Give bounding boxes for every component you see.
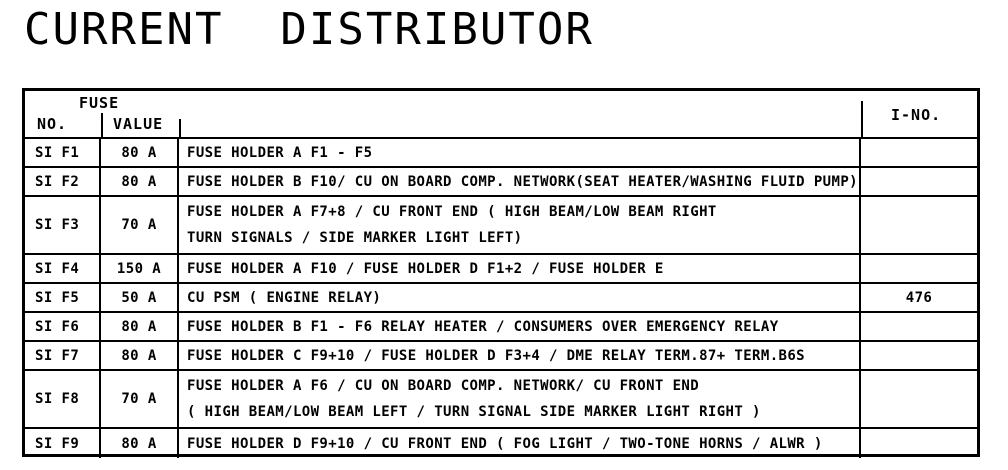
table-row-f7: SI F7 80 A FUSE HOLDER C F9+10 / FUSE HO… (25, 342, 977, 371)
fuse-ino (861, 168, 977, 195)
header-fuse-group-label: FUSE (79, 94, 120, 112)
table-header: FUSE NO. VALUE I-NO. (25, 91, 977, 139)
description-line: FUSE HOLDER A F1 - F5 (187, 144, 373, 161)
fuse-value: 70 A (101, 371, 179, 427)
fuse-value: 80 A (101, 139, 179, 166)
fuse-value: 80 A (101, 168, 179, 195)
description-line: FUSE HOLDER A F6 / CU ON BOARD COMP. NET… (187, 378, 700, 394)
fuse-ino (861, 139, 977, 166)
fuse-description: CU PSM ( ENGINE RELAY) (179, 284, 861, 311)
description-line: FUSE HOLDER C F9+10 / FUSE HOLDER D F3+4… (187, 347, 806, 364)
fuse-table: FUSE NO. VALUE I-NO. SI F1 80 A FUSE HOL… (22, 88, 980, 458)
fuse-ino (861, 342, 977, 369)
description-line: ( HIGH BEAM/LOW BEAM LEFT / TURN SIGNAL … (187, 404, 761, 420)
table-row-f4: SI F4 150 A FUSE HOLDER A F10 / FUSE HOL… (25, 255, 977, 284)
table-row-f3: SI F3 70 A FUSE HOLDER A F7+8 / CU FRONT… (25, 197, 977, 255)
fuse-ino (861, 255, 977, 282)
description-line: FUSE HOLDER B F1 - F6 RELAY HEATER / CON… (187, 318, 779, 335)
page-title: CURRENT DISTRIBUTOR (24, 4, 594, 55)
fuse-description: FUSE HOLDER A F1 - F5 (179, 139, 861, 166)
fuse-no: SI F5 (25, 284, 101, 311)
fuse-value: 70 A (101, 197, 179, 253)
fuse-description: FUSE HOLDER B F1 - F6 RELAY HEATER / CON… (179, 313, 861, 340)
fuse-no: SI F8 (25, 371, 101, 427)
fuse-no: SI F9 (25, 429, 101, 458)
fuse-ino (861, 429, 977, 458)
description-line: TURN SIGNALS / SIDE MARKER LIGHT LEFT) (187, 230, 523, 246)
fuse-ino (861, 371, 977, 427)
table-row-f5: SI F5 50 A CU PSM ( ENGINE RELAY) 476 (25, 284, 977, 313)
fuse-description: FUSE HOLDER D F9+10 / CU FRONT END ( FOG… (179, 429, 861, 458)
fuse-description: FUSE HOLDER A F7+8 / CU FRONT END ( HIGH… (179, 197, 861, 253)
fuse-description: FUSE HOLDER C F9+10 / FUSE HOLDER D F3+4… (179, 342, 861, 369)
table-row-f6: SI F6 80 A FUSE HOLDER B F1 - F6 RELAY H… (25, 313, 977, 342)
description-line: FUSE HOLDER D F9+10 / CU FRONT END ( FOG… (187, 435, 823, 452)
fuse-no: SI F2 (25, 168, 101, 195)
fuse-value: 80 A (101, 429, 179, 458)
header-divider-no-value (101, 113, 103, 137)
description-line: FUSE HOLDER B F10/ CU ON BOARD COMP. NET… (187, 173, 858, 190)
table-row-f9: SI F9 80 A FUSE HOLDER D F9+10 / CU FRON… (25, 429, 977, 458)
fuse-description: FUSE HOLDER A F10 / FUSE HOLDER D F1+2 /… (179, 255, 861, 282)
fuse-value: 80 A (101, 342, 179, 369)
fuse-no: SI F4 (25, 255, 101, 282)
fuse-description: FUSE HOLDER A F6 / CU ON BOARD COMP. NET… (179, 371, 861, 427)
fuse-ino (861, 313, 977, 340)
fuse-ino (861, 197, 977, 253)
fuse-no: SI F1 (25, 139, 101, 166)
header-value-label: VALUE (113, 115, 164, 133)
fuse-value: 80 A (101, 313, 179, 340)
table-row-f2: SI F2 80 A FUSE HOLDER B F10/ CU ON BOAR… (25, 168, 977, 197)
description-line: FUSE HOLDER A F10 / FUSE HOLDER D F1+2 /… (187, 260, 664, 277)
fuse-value: 50 A (101, 284, 179, 311)
table-row-f8: SI F8 70 A FUSE HOLDER A F6 / CU ON BOAR… (25, 371, 977, 429)
description-line: FUSE HOLDER A F7+8 / CU FRONT END ( HIGH… (187, 204, 717, 220)
header-no-label: NO. (37, 115, 68, 133)
description-line: CU PSM ( ENGINE RELAY) (187, 289, 382, 306)
header-divider-desc-ino (861, 101, 863, 137)
fuse-no: SI F7 (25, 342, 101, 369)
header-divider-value-desc (179, 119, 181, 137)
table-row-f1: SI F1 80 A FUSE HOLDER A F1 - F5 (25, 139, 977, 168)
fuse-no: SI F3 (25, 197, 101, 253)
fuse-no: SI F6 (25, 313, 101, 340)
fuse-value: 150 A (101, 255, 179, 282)
header-ino-label: I-NO. (891, 106, 942, 124)
fuse-ino: 476 (905, 289, 933, 306)
fuse-description: FUSE HOLDER B F10/ CU ON BOARD COMP. NET… (179, 168, 861, 195)
